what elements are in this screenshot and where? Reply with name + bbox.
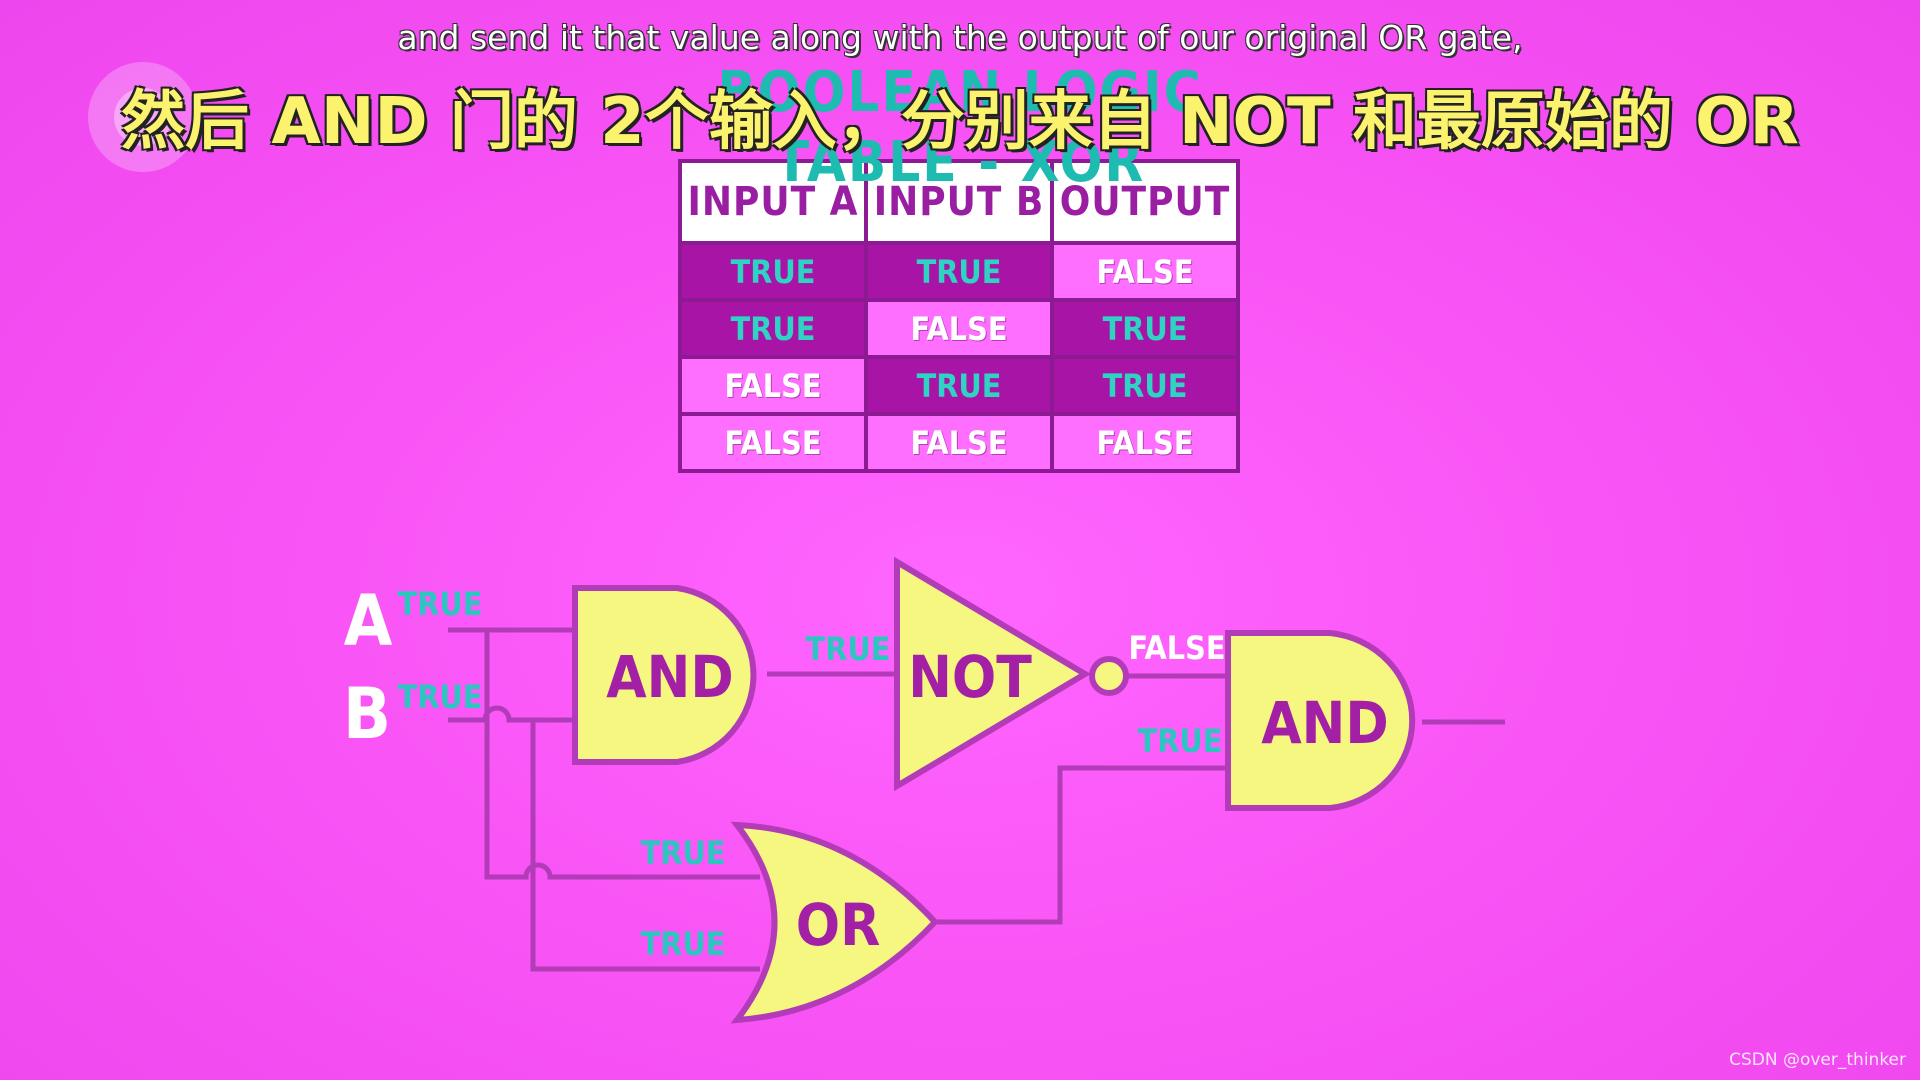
and-gate-2	[1225, 630, 1416, 811]
wire-a-branch-to-or	[484, 630, 760, 880]
signal-a-in: TRUE	[398, 585, 483, 623]
english-subtitle: and send it that value along with the ou…	[397, 18, 1523, 57]
table-cell: FALSE	[1050, 241, 1240, 302]
wire-b-branch-to-or	[530, 720, 760, 972]
signal-or-in-top: TRUE	[641, 834, 726, 872]
and-gate-1	[572, 585, 757, 765]
header-input-b: INPUT B	[864, 159, 1054, 245]
truth-table-header-row: INPUT A INPUT B OUTPUT	[678, 159, 1240, 245]
or-gate-label: OR	[796, 891, 881, 959]
or-gate	[730, 821, 940, 1024]
header-input-a: INPUT A	[678, 159, 868, 245]
input-a-label: A	[344, 580, 393, 662]
not-gate-label: NOT	[908, 643, 1032, 711]
table-cell: TRUE	[678, 241, 868, 302]
truth-table: INPUT A INPUT B OUTPUT TRUE TRUE FALSE T…	[678, 159, 1240, 473]
table-row: TRUE TRUE FALSE	[678, 241, 1240, 302]
channel-logo-icon	[88, 62, 198, 172]
table-cell: TRUE	[1050, 355, 1240, 416]
table-row: FALSE FALSE FALSE	[678, 412, 1240, 473]
signal-not-out: FALSE	[1128, 629, 1225, 667]
table-cell: TRUE	[864, 241, 1054, 302]
background-title: BOOLEAN LOGIC TABLE - XOR	[717, 60, 1203, 195]
not-gate-bubble	[1089, 656, 1129, 696]
input-b-label: B	[343, 673, 391, 755]
signal-b-in: TRUE	[398, 678, 483, 716]
signal-and1-out: TRUE	[806, 630, 891, 668]
table-cell: FALSE	[864, 412, 1054, 473]
signal-or-in-bottom: TRUE	[641, 925, 726, 963]
table-cell: FALSE	[678, 355, 868, 416]
table-cell: FALSE	[678, 412, 868, 473]
signal-or-out: TRUE	[1138, 722, 1223, 760]
table-cell: FALSE	[1050, 412, 1240, 473]
and-gate-1-label: AND	[606, 643, 733, 711]
watermark: CSDN @over_thinker	[1729, 1050, 1906, 1070]
table-row: TRUE FALSE TRUE	[678, 298, 1240, 359]
table-row: FALSE TRUE TRUE	[678, 355, 1240, 416]
table-cell: TRUE	[864, 355, 1054, 416]
circuit-wires	[448, 627, 1505, 972]
chinese-subtitle: 然后 AND 门的 2个输入，分别来自 NOT 和最原始的 OR	[121, 85, 1799, 159]
not-gate	[894, 556, 1091, 792]
wire-or-to-and2	[935, 765, 1228, 925]
header-output: OUTPUT	[1050, 159, 1240, 245]
table-cell: TRUE	[678, 298, 868, 359]
and-gate-2-label: AND	[1261, 689, 1388, 757]
table-cell: TRUE	[1050, 298, 1240, 359]
table-cell: FALSE	[864, 298, 1054, 359]
